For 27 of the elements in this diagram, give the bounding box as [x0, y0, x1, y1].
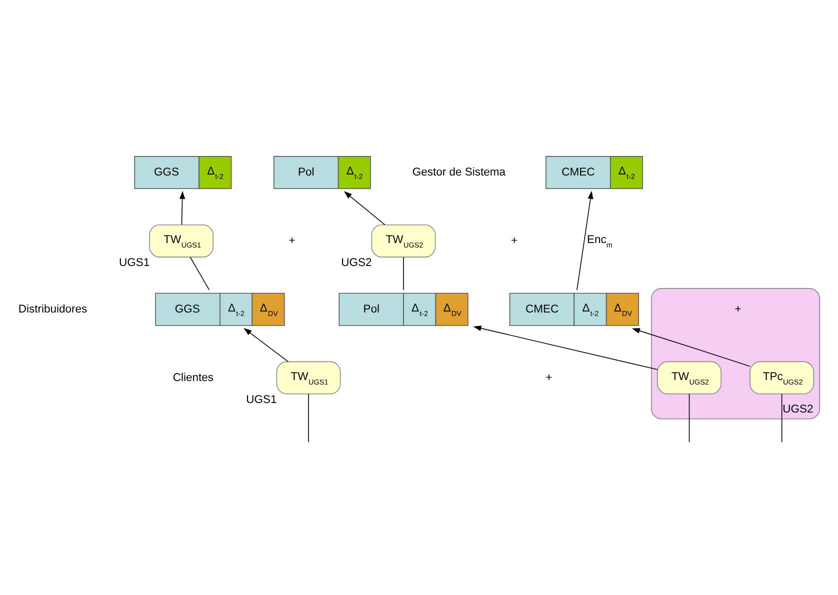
arrow [180, 190, 186, 225]
label: + [546, 371, 552, 384]
connector [688, 393, 690, 442]
connector [308, 393, 309, 442]
arrow [576, 190, 594, 290]
label: Distribuidores [18, 302, 88, 315]
connector [781, 393, 782, 442]
arrow [473, 325, 658, 370]
edge-label: Enc$_{m}$ [587, 234, 612, 250]
node-label: UGS1 [118, 256, 150, 269]
label: Gestor de Sistema [412, 166, 506, 178]
node-label: UGS2 [341, 256, 372, 269]
arrow [632, 328, 750, 366]
node-box: TW$_{UGS1}$ [149, 224, 214, 257]
label: + [288, 234, 296, 246]
label: + [510, 234, 518, 246]
connector [403, 256, 404, 290]
arrow [244, 328, 289, 362]
node-box: TPc$_{UGS2}$ [750, 360, 814, 394]
node-box: TW$_{UGS2}$ [657, 360, 722, 394]
node-box: TW$_{UGS1}$ [276, 360, 341, 394]
label: + [734, 302, 742, 315]
node-box: TW$_{UGS2}$ [371, 224, 436, 257]
node-label: UGS1 [246, 393, 277, 406]
connector [190, 256, 210, 290]
label: Clientes [172, 371, 214, 384]
arrow [344, 190, 386, 225]
